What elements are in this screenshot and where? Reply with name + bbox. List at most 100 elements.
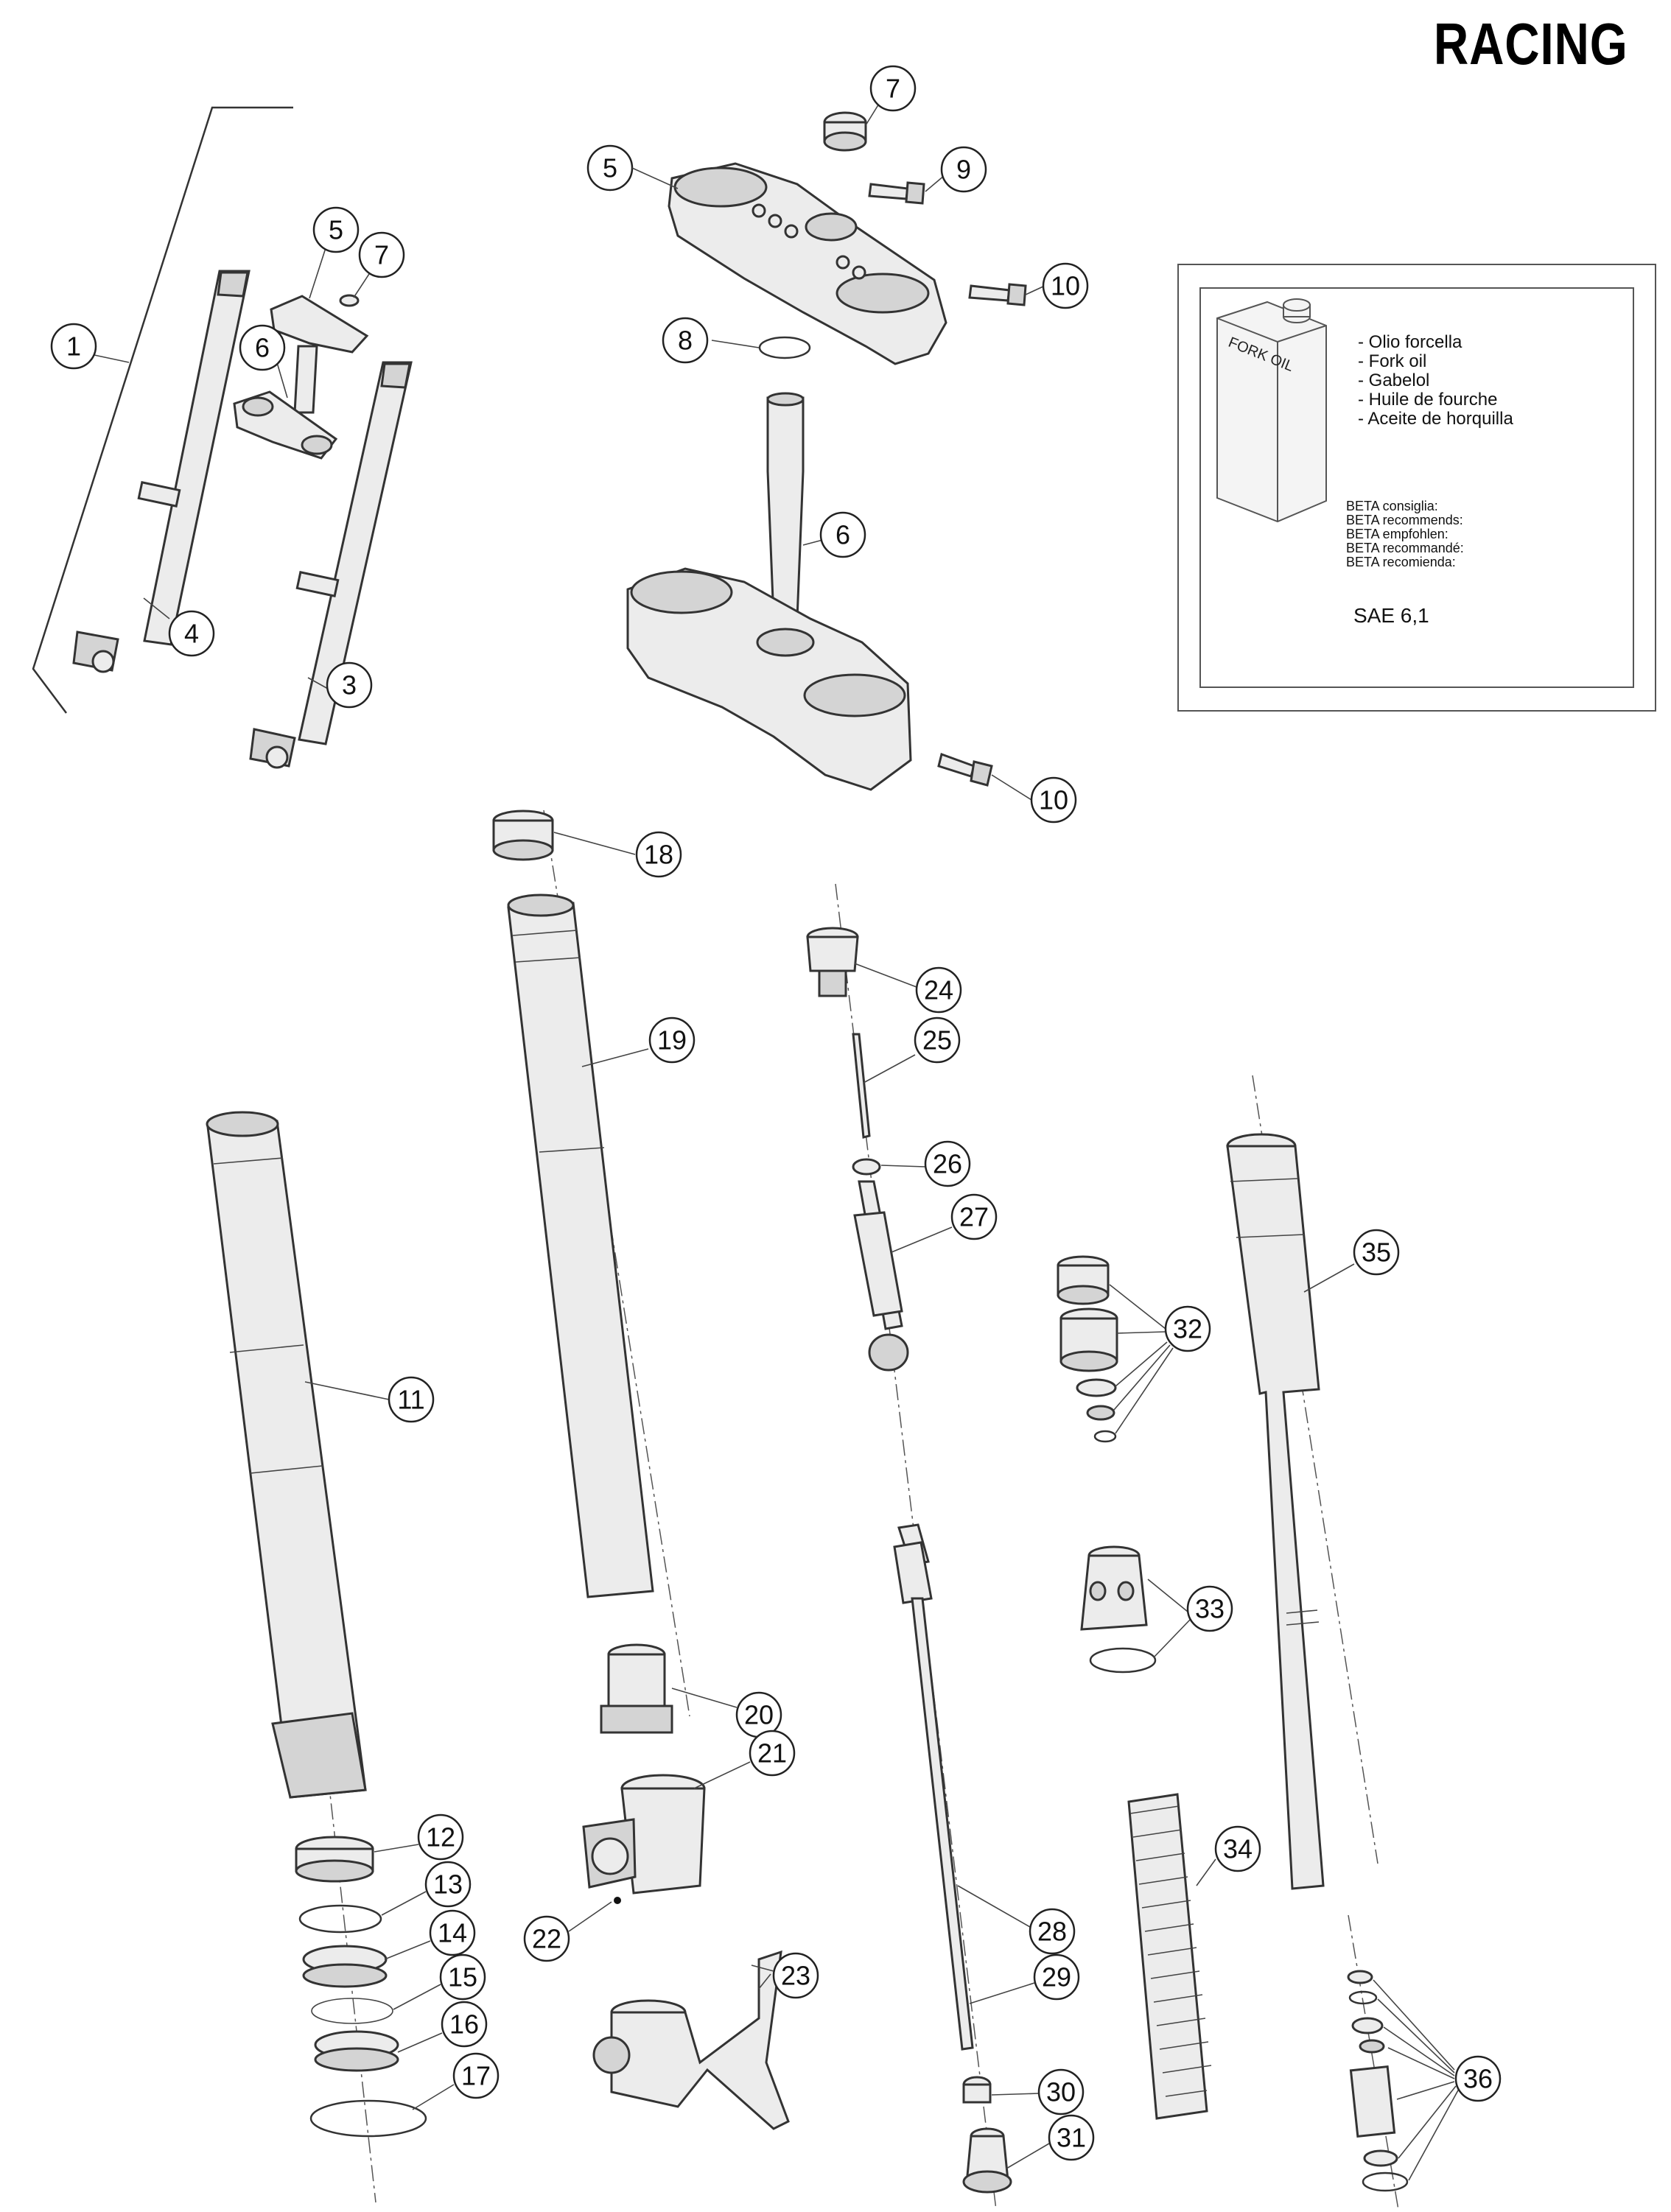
svg-text:10: 10 <box>1039 785 1068 815</box>
spring-seat <box>1080 1545 1191 1674</box>
valve-stack-kit <box>1347 1970 1460 2192</box>
callout-7: 7 <box>869 65 917 112</box>
foot-insert <box>600 1643 738 1734</box>
svg-text:12: 12 <box>426 1822 455 1853</box>
callout-8: 8 <box>662 317 709 364</box>
callout-21: 21 <box>749 1730 796 1777</box>
svg-text:15: 15 <box>448 1962 477 1992</box>
callout-16: 16 <box>441 2001 488 2048</box>
callout-9: 9 <box>940 146 987 193</box>
inner-tube <box>507 893 654 1598</box>
seal-stack <box>295 1836 455 2138</box>
callout-7: 7 <box>358 231 405 278</box>
fork-oil-panel-frame <box>1199 287 1634 688</box>
svg-text:28: 28 <box>1037 1917 1067 1947</box>
top-triple-clamp <box>668 162 947 365</box>
oil-name-de: - Gabelol <box>1358 371 1430 390</box>
fork-oil-panel: FORK OIL - Olio forcella - Fork oil - Ga… <box>1177 264 1656 712</box>
recommend-en: BETA recommends: <box>1346 513 1463 527</box>
svg-text:36: 36 <box>1463 2064 1493 2094</box>
recommend-de: BETA empfohlen: <box>1346 527 1448 541</box>
callout-14: 14 <box>429 1909 476 1956</box>
svg-text:16: 16 <box>449 2009 479 2040</box>
svg-text:34: 34 <box>1223 1834 1253 1864</box>
cartridge-cap <box>806 927 917 997</box>
callout-5: 5 <box>312 206 360 253</box>
svg-text:5: 5 <box>329 215 343 245</box>
svg-text:25: 25 <box>922 1025 952 1056</box>
svg-text:14: 14 <box>438 1918 467 1948</box>
bottom-triple-clamp-stem <box>626 392 912 791</box>
svg-text:30: 30 <box>1046 2077 1076 2107</box>
svg-text:4: 4 <box>184 619 199 649</box>
svg-text:17: 17 <box>461 2061 491 2091</box>
axle-foot <box>568 1761 751 1932</box>
clamp-bolt-upper <box>868 175 945 205</box>
callout-30: 30 <box>1037 2068 1085 2116</box>
cartridge-tube <box>1226 1133 1355 1890</box>
svg-text:32: 32 <box>1173 1314 1202 1344</box>
oil-can-icon: FORK OIL <box>1216 298 1327 523</box>
svg-text:24: 24 <box>924 975 953 1005</box>
fork-spring <box>1127 1793 1216 2120</box>
callout-18: 18 <box>635 831 682 878</box>
fork-assembly-overview <box>32 106 413 769</box>
recommend-es: BETA recomienda: <box>1346 555 1456 569</box>
callout-6: 6 <box>819 511 866 558</box>
outer-tube <box>206 1111 390 1799</box>
svg-text:6: 6 <box>255 333 270 363</box>
svg-text:13: 13 <box>433 1869 463 1900</box>
callout-12: 12 <box>417 1814 464 1861</box>
svg-text:22: 22 <box>532 1924 561 1954</box>
svg-text:6: 6 <box>836 520 850 550</box>
callout-1: 1 <box>50 323 97 370</box>
callout-33: 33 <box>1186 1585 1233 1632</box>
top-cap-nut <box>823 99 882 152</box>
callout-36: 36 <box>1454 2055 1502 2102</box>
oil-name-es: - Aceite de horquilla <box>1358 409 1513 429</box>
o-ring <box>711 336 811 359</box>
recommend-it: BETA consiglia: <box>1346 499 1438 513</box>
callout-3: 3 <box>326 661 373 709</box>
callout-17: 17 <box>452 2052 500 2099</box>
svg-text:10: 10 <box>1051 271 1080 301</box>
small-bottom-clamp <box>233 390 338 460</box>
svg-text:8: 8 <box>678 326 693 356</box>
callout-24: 24 <box>915 966 962 1014</box>
svg-text:7: 7 <box>374 240 389 270</box>
svg-text:19: 19 <box>657 1025 687 1056</box>
svg-text:20: 20 <box>744 1700 774 1730</box>
svg-text:11: 11 <box>397 1385 424 1415</box>
callout-27: 27 <box>950 1193 998 1240</box>
rod-nut <box>962 2076 1040 2104</box>
callout-32: 32 <box>1164 1305 1211 1352</box>
recommend-fr: BETA recommandé: <box>1346 541 1464 555</box>
oil-name-it: - Olio forcella <box>1358 332 1462 352</box>
svg-text:23: 23 <box>781 1961 810 1991</box>
top-bushing <box>492 810 636 861</box>
callout-34: 34 <box>1214 1825 1261 1872</box>
svg-text:5: 5 <box>603 153 617 183</box>
callout-11: 11 <box>388 1376 435 1423</box>
callout-22: 22 <box>523 1915 570 1962</box>
piston-kit <box>1057 1255 1174 1443</box>
callout-29: 29 <box>1033 1953 1080 2001</box>
damper-rod <box>893 1523 1035 2051</box>
svg-text:18: 18 <box>644 840 673 870</box>
svg-text:9: 9 <box>956 155 971 185</box>
valve-assembly <box>853 1180 953 1372</box>
svg-text:29: 29 <box>1042 1962 1071 1992</box>
adjuster-rod <box>852 1033 916 1139</box>
oil-name-fr: - Huile de fourche <box>1358 390 1498 410</box>
clamp-bolt-lower <box>937 753 1032 801</box>
callout-25: 25 <box>914 1017 961 1064</box>
svg-text:1: 1 <box>66 331 81 362</box>
svg-text:27: 27 <box>959 1202 989 1232</box>
oil-grade: SAE 6,1 <box>1353 604 1429 627</box>
svg-text:26: 26 <box>933 1149 962 1179</box>
callout-28: 28 <box>1029 1908 1076 1955</box>
small-nut <box>852 1158 926 1176</box>
svg-text:21: 21 <box>757 1738 787 1769</box>
callout-35: 35 <box>1353 1229 1400 1276</box>
